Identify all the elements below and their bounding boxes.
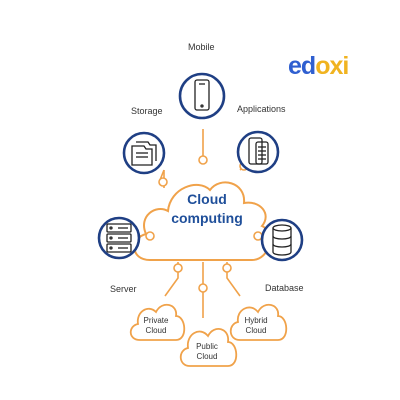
dot-mobile — [198, 155, 208, 165]
private-cloud-line1: Private — [143, 316, 169, 325]
dot-private — [173, 263, 183, 273]
private-cloud-line2: Cloud — [145, 326, 167, 335]
dot-server — [145, 231, 155, 241]
center-title-line1: Cloud — [187, 191, 227, 207]
center-title: Cloud computing — [162, 190, 252, 228]
hybrid-cloud-shape — [229, 303, 288, 341]
server-icon — [106, 223, 132, 253]
node-label-storage: Storage — [131, 106, 163, 116]
center-title-line2: computing — [171, 210, 243, 226]
public-cloud-shape — [179, 328, 238, 367]
logo-text-oxi: oxi — [315, 52, 349, 80]
public-cloud-line2: Cloud — [196, 352, 218, 361]
dot-storage — [158, 177, 168, 187]
private-cloud-shape — [129, 303, 186, 341]
dot-hybrid — [222, 263, 232, 273]
dot-public — [198, 283, 208, 293]
node-mobile-circle — [178, 72, 226, 120]
node-database-circle — [260, 218, 304, 262]
public-cloud-line1: Public — [196, 342, 218, 351]
hybrid-cloud-label: Hybrid Cloud — [234, 316, 278, 336]
node-label-mobile: Mobile — [188, 42, 215, 52]
logo-text-ed: ed — [288, 52, 316, 80]
hybrid-cloud-line2: Cloud — [245, 326, 267, 335]
applications-icon — [248, 137, 269, 165]
private-cloud-label: Private Cloud — [134, 316, 178, 336]
node-label-database: Database — [265, 283, 304, 293]
database-icon — [272, 224, 292, 256]
edoxi-logo: edoxi — [288, 52, 349, 81]
node-label-server: Server — [110, 284, 137, 294]
node-label-applications: Applications — [237, 104, 286, 114]
public-cloud-label: Public Cloud — [185, 342, 229, 362]
mobile-phone-icon — [194, 79, 210, 111]
storage-folders-icon — [131, 141, 157, 166]
hybrid-cloud-line1: Hybrid — [244, 316, 268, 325]
